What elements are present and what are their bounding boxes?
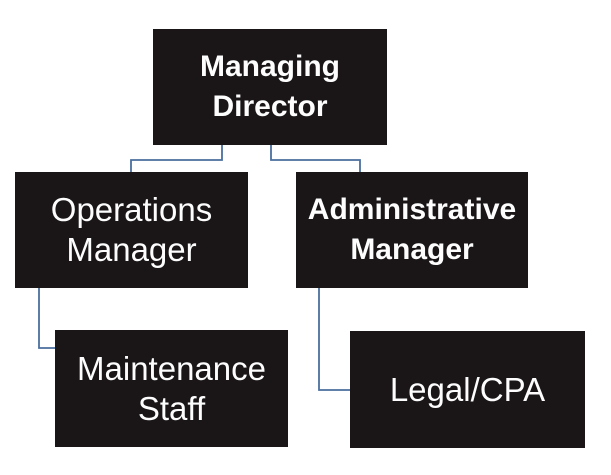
org-node-operations-manager: Operations Manager	[15, 172, 248, 288]
org-node-maintenance-staff: Maintenance Staff	[55, 330, 288, 447]
org-node-managing-director: Managing Director	[153, 29, 387, 145]
org-node-label: Legal/CPA	[389, 370, 546, 408]
org-node-label: Managing Director	[200, 50, 340, 123]
org-node-administrative-manager: Administrative Manager	[296, 172, 528, 288]
edge-am-lc	[318, 288, 350, 391]
edge-om-ms	[38, 288, 55, 349]
edge-md-om	[130, 145, 223, 172]
org-node-label: Administrative Manager	[307, 193, 517, 266]
org-node-legal-cpa: Legal/CPA	[350, 331, 585, 448]
org-node-label: Operations Manager	[50, 191, 213, 268]
edge-md-am	[270, 145, 361, 172]
org-node-label: Maintenance Staff	[77, 349, 266, 427]
